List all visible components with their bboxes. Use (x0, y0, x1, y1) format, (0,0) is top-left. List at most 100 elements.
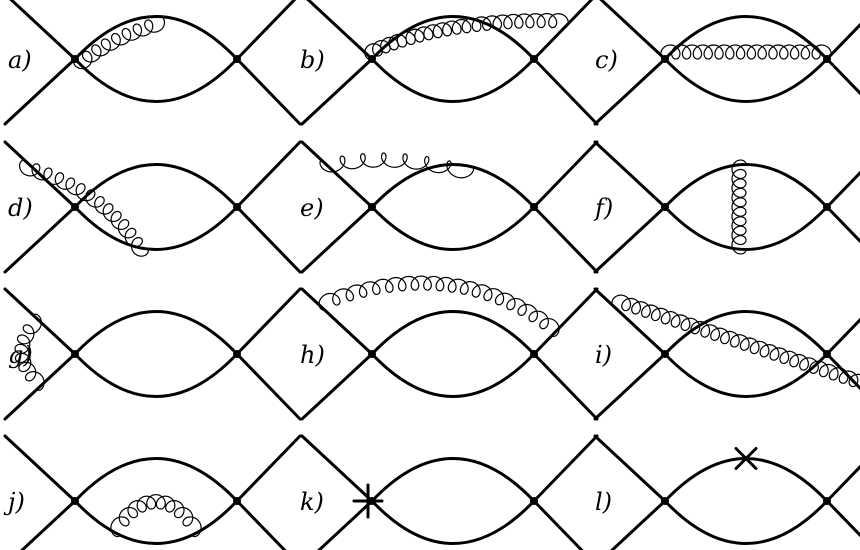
external-leg (3, 140, 77, 209)
external-leg (532, 205, 599, 274)
upper-propagator (73, 457, 239, 503)
gluon-line (14, 313, 45, 391)
diagram-label: k) (300, 488, 324, 516)
vertex-dot (661, 203, 669, 211)
gluon-line (318, 275, 560, 338)
diagram-cell: f) (593, 140, 860, 274)
vertex-dot (530, 497, 538, 505)
vertex-dot (530, 203, 538, 211)
upper-propagator (370, 457, 536, 503)
external-leg (3, 205, 77, 274)
vertex-dot (71, 350, 79, 358)
vertex-dot (661, 497, 669, 505)
external-leg (593, 287, 667, 356)
vertex-dot (823, 497, 831, 505)
external-leg (235, 140, 302, 209)
external-leg (610, 499, 667, 550)
diagram-cell: d) (3, 140, 302, 274)
diagram-cell: a) (3, 0, 302, 126)
vertex-dot (233, 497, 241, 505)
vertex-dot (823, 203, 831, 211)
upper-propagator (73, 310, 239, 356)
diagram-cell: k) (300, 434, 599, 550)
vertex-dot (368, 203, 376, 211)
lower-propagator (663, 205, 829, 251)
external-leg (3, 287, 77, 356)
external-leg (235, 287, 302, 356)
gluon-line (18, 159, 149, 257)
diagram-cell: l) (593, 434, 860, 550)
diagram-label: f) (593, 194, 613, 222)
upper-propagator (73, 163, 239, 209)
external-leg (532, 140, 599, 209)
external-leg (300, 57, 374, 126)
external-leg (306, 0, 374, 61)
gluon-line (364, 13, 569, 60)
external-leg (317, 499, 374, 550)
lower-propagator (73, 205, 239, 251)
external-leg (825, 317, 860, 356)
external-leg (825, 57, 860, 96)
diagram-label: h) (300, 341, 325, 369)
external-leg (532, 434, 599, 503)
external-leg (825, 205, 860, 244)
upper-propagator (663, 310, 829, 356)
external-leg (593, 140, 667, 209)
diagram-cell: j) (3, 434, 302, 550)
upper-propagator (73, 15, 239, 61)
diagram-label: d) (8, 194, 33, 222)
vertex-dot (233, 350, 241, 358)
diagram-cell: h) (300, 275, 599, 421)
diagram-cell: c) (593, 0, 860, 126)
insertion-cross (734, 447, 758, 470)
external-leg (3, 434, 77, 503)
lower-propagator (370, 499, 536, 545)
vertex-dot (661, 350, 669, 358)
upper-propagator (370, 310, 536, 356)
vertex-dot (233, 203, 241, 211)
upper-propagator (370, 15, 536, 61)
external-leg (825, 22, 860, 61)
external-leg (300, 287, 374, 356)
upper-propagator (663, 15, 829, 61)
upper-propagator (370, 163, 536, 209)
external-leg (593, 205, 667, 274)
diagram-label: a) (8, 46, 32, 74)
gluon-line (319, 152, 475, 179)
diagram-cell: e) (300, 140, 599, 274)
external-leg (532, 352, 599, 421)
diagram-label: i) (595, 341, 612, 369)
vertex-dot (368, 350, 376, 358)
external-leg (9, 0, 77, 61)
external-leg (235, 499, 287, 550)
external-leg (532, 0, 594, 61)
external-leg (825, 352, 860, 391)
external-leg (3, 352, 77, 421)
external-leg (825, 464, 860, 503)
external-leg (235, 205, 302, 274)
external-leg (593, 352, 667, 421)
vertex-dot (233, 55, 241, 63)
diagram-label: l) (595, 488, 612, 516)
external-leg (235, 434, 302, 503)
vertex-dot (823, 350, 831, 358)
external-leg (3, 57, 77, 126)
upper-propagator (663, 457, 829, 503)
external-leg (825, 170, 860, 209)
external-leg (593, 57, 667, 126)
lower-propagator (370, 352, 536, 398)
upper-propagator (663, 163, 829, 209)
external-leg (20, 499, 77, 550)
gluon-line (731, 159, 747, 255)
external-leg (235, 57, 302, 126)
gluon-line (73, 15, 166, 70)
lower-propagator (663, 57, 829, 103)
vertex-dot (71, 203, 79, 211)
diagram-cell: i) (593, 287, 860, 421)
external-leg (532, 57, 599, 126)
lower-propagator (370, 57, 536, 103)
external-leg (593, 434, 667, 503)
external-leg (235, 352, 302, 421)
gluon-line (110, 494, 202, 538)
